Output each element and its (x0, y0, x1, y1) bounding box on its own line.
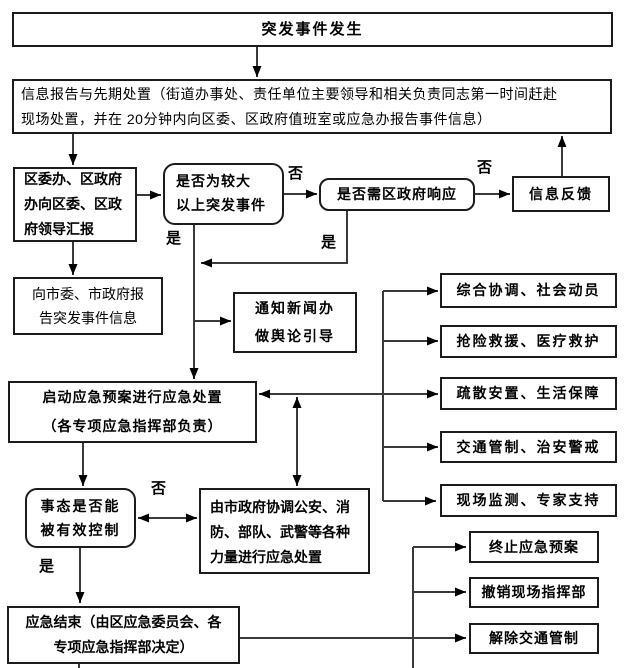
node-final-dismiss-command-post: 撤销现场指挥部 (469, 577, 599, 608)
label-control-no: 否 (151, 480, 167, 497)
node-emergency-end: 应急结束（由区应急委员会、各 专项应急指挥部决定） (7, 606, 240, 664)
node-emergency-occurrence: 突发事件发生 (12, 12, 613, 47)
node-task-monitoring-experts: 现场监测、专家支持 (440, 484, 617, 517)
decision-situation-controlled: 事态是否能 被有效控制 (25, 488, 136, 548)
node-report-to-city: 向市委、市政府报 告突发事件信息 (13, 277, 163, 335)
node-info-feedback: 信息反馈 (512, 176, 610, 212)
node-task-evacuation-livelihood: 疏散安置、生活保障 (440, 377, 617, 410)
label-response-yes: 是 (321, 234, 337, 251)
node-initial-report-disposal: 信息报告与先期处置（街道办事处、责任单位主要领导和相关负责同志第一时间赶赴 现场… (12, 79, 612, 134)
node-notify-news-office: 通知新闻办 做舆论引导 (233, 292, 357, 353)
node-task-traffic-security: 交通管制、治安警戒 (440, 431, 617, 463)
label-major-no: 否 (288, 165, 304, 182)
node-launch-emergency-plan: 启动应急预案进行应急处置 （各专项应急指挥部负责） (8, 381, 257, 443)
label-response-no: 否 (477, 159, 493, 176)
node-final-terminate-plan: 终止应急预案 (469, 531, 599, 563)
node-task-coordination-mobilization: 综合协调、社会动员 (440, 273, 617, 308)
label-control-yes: 是 (39, 558, 55, 575)
node-final-lift-traffic-control: 解除交通管制 (469, 623, 599, 654)
node-task-rescue-medical: 抢险救援、医疗救护 (440, 325, 617, 358)
node-district-office-report: 区委办、区政府 办向区委、区政 府领导汇报 (13, 167, 137, 242)
label-major-yes: 是 (166, 230, 182, 247)
node-city-gov-coordination: 由市政府协调公安、消 防、部队、武警等各种 力量进行应急处置 (199, 488, 370, 574)
decision-major-incident: 是否为较大 以上突发事件 (163, 163, 284, 225)
decision-district-gov-response: 是否需区政府响应 (319, 178, 475, 211)
